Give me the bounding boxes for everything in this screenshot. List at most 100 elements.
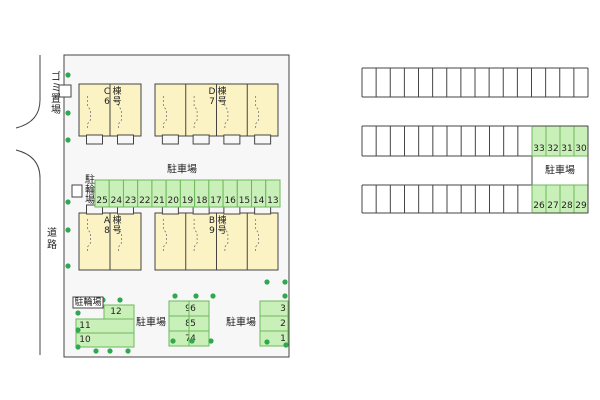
- tree-icon: [75, 310, 81, 316]
- parking-label-bottom-center: 駐車場: [136, 316, 166, 329]
- parking-space-18: 18: [194, 179, 210, 208]
- svg-text:28: 28: [561, 201, 573, 211]
- svg-text:17: 17: [210, 196, 221, 206]
- svg-text:12: 12: [110, 307, 121, 317]
- svg-text:23: 23: [125, 196, 136, 206]
- tree-icon: [65, 110, 71, 116]
- parking-space-9: 9: [168, 300, 191, 317]
- svg-text:11: 11: [79, 321, 90, 331]
- parking-block-bottom-left: 12 11 10: [75, 304, 135, 348]
- trees: [65, 72, 289, 354]
- parking-space-12: 12: [103, 304, 135, 320]
- svg-text:32: 32: [547, 144, 558, 154]
- tree-icon: [172, 293, 178, 299]
- svg-text:8: 8: [185, 319, 191, 329]
- svg-text:3: 3: [280, 304, 286, 314]
- parking-space-8: 8: [168, 315, 191, 332]
- tree-icon: [193, 293, 199, 299]
- bike-label-top: 駐輪場: [85, 173, 95, 206]
- svg-text:10: 10: [79, 335, 91, 345]
- svg-text:25: 25: [96, 196, 107, 206]
- parking-space-32: 32: [545, 125, 561, 157]
- svg-text:21: 21: [153, 196, 164, 206]
- tree-icon: [170, 338, 176, 344]
- svg-text:9: 9: [185, 304, 191, 314]
- tree-icon: [210, 293, 216, 299]
- bike-box-bottom: [72, 296, 104, 309]
- tree-icon: [65, 72, 71, 78]
- parking-space-26: 26: [531, 184, 547, 214]
- svg-text:29: 29: [575, 201, 587, 211]
- svg-text:6: 6: [190, 304, 196, 314]
- svg-text:16: 16: [224, 196, 236, 206]
- parking-space-15: 15: [236, 179, 253, 208]
- svg-text:26: 26: [533, 201, 545, 211]
- svg-text:27: 27: [547, 201, 558, 211]
- parking-space-22: 22: [137, 179, 153, 208]
- garbage-label: ゴミ置場: [51, 70, 61, 116]
- parking-space-10: 10: [75, 332, 135, 348]
- road-label: 道路: [47, 226, 57, 251]
- svg-text:5: 5: [190, 319, 196, 329]
- svg-text:13: 13: [267, 196, 278, 206]
- parking-space-24: 24: [108, 179, 124, 208]
- parking-space-17: 17: [208, 179, 224, 208]
- building-kanji-b: 棟号: [217, 214, 226, 236]
- right-parking-box: [531, 155, 589, 186]
- parking-space-5: 5: [188, 315, 210, 332]
- parking-space-11: 11: [75, 318, 135, 334]
- svg-text:24: 24: [111, 196, 123, 206]
- svg-text:19: 19: [182, 196, 194, 206]
- garbage-box: [58, 84, 72, 98]
- parking-space-23: 23: [122, 179, 139, 208]
- svg-text:30: 30: [575, 144, 587, 154]
- svg-text:31: 31: [561, 144, 572, 154]
- svg-text:33: 33: [533, 144, 544, 154]
- tree-icon: [65, 137, 71, 143]
- svg-text:14: 14: [253, 196, 265, 206]
- parking-space-2: 2: [259, 315, 289, 332]
- tree-icon: [107, 348, 113, 354]
- tree-icon: [264, 279, 270, 285]
- svg-text:20: 20: [168, 196, 180, 206]
- tree-icon: [125, 348, 131, 354]
- tree-icon: [75, 327, 81, 333]
- svg-text:22: 22: [139, 196, 150, 206]
- parking-space-29: 29: [573, 184, 589, 214]
- parking-label-right: 駐車場: [545, 164, 575, 177]
- parking-label-center: 駐車場: [167, 163, 197, 176]
- parking-space-28: 28: [559, 184, 575, 214]
- tree-icon: [117, 297, 123, 303]
- parking-label-bottom-right: 駐車場: [226, 316, 256, 329]
- svg-text:18: 18: [196, 196, 208, 206]
- parking-space-7: 7: [168, 330, 191, 347]
- parking-space-19: 19: [179, 179, 196, 208]
- building-kanji-a: 棟号: [112, 214, 121, 236]
- tree-icon: [283, 342, 289, 348]
- parking-space-3: 3: [259, 300, 289, 317]
- svg-text:7: 7: [185, 334, 191, 344]
- parking-space-20: 20: [165, 179, 181, 208]
- building-kanji-c: 棟号: [112, 85, 121, 107]
- parking-space-21: 21: [151, 179, 167, 208]
- building-kanji-d: 棟号: [217, 85, 226, 107]
- road-edge-upper: [15, 55, 41, 129]
- parking-space-16: 16: [222, 179, 238, 208]
- tree-icon: [75, 344, 81, 350]
- tree-icon: [65, 199, 71, 205]
- parking-space-14: 14: [251, 179, 267, 208]
- road-edge-lower: [15, 149, 41, 355]
- svg-text:15: 15: [239, 196, 250, 206]
- tree-icon: [264, 339, 270, 345]
- tree-icon: [208, 338, 214, 344]
